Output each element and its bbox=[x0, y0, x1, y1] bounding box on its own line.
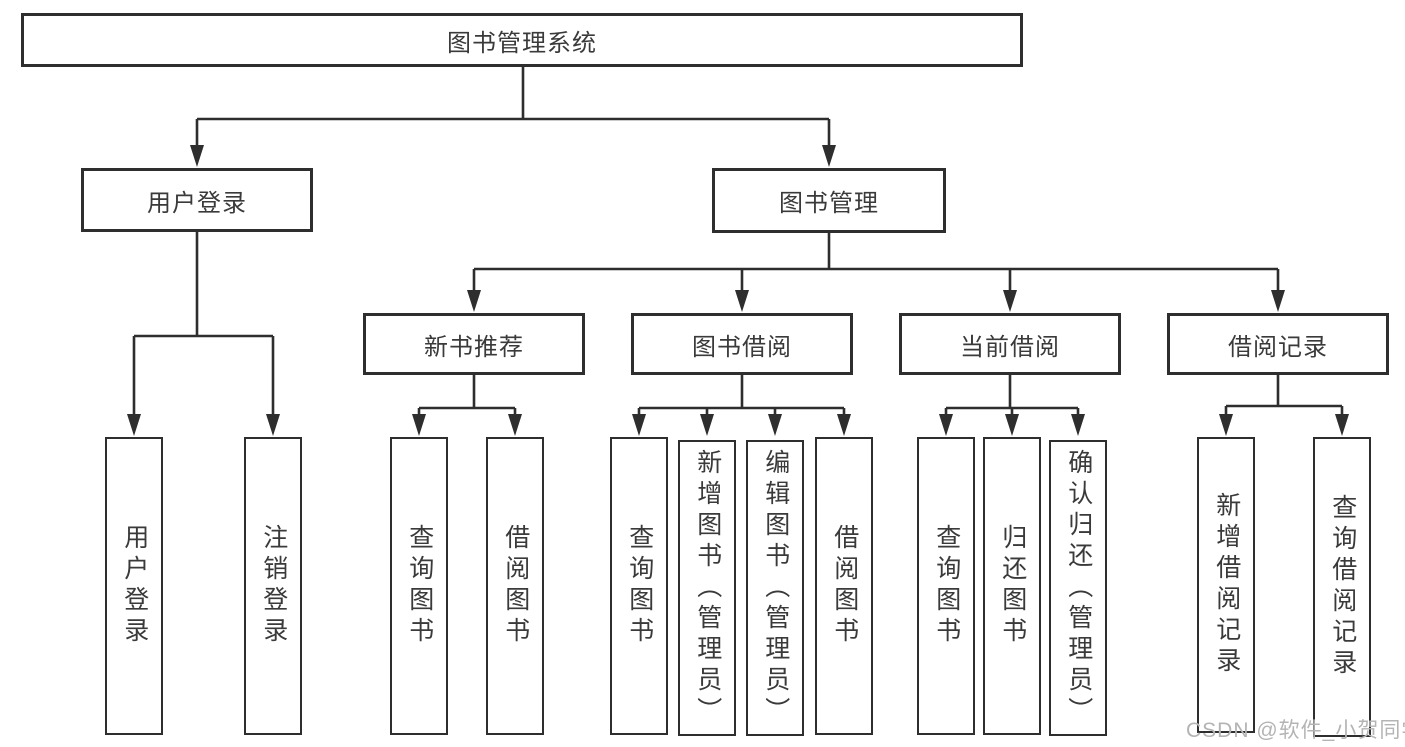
leaf-return-book: 归还图书 bbox=[983, 437, 1041, 735]
node-book-management: 图书管理 bbox=[712, 168, 946, 233]
node-label: 图书管理 bbox=[779, 190, 879, 217]
node-label: 确认归还（管理员） bbox=[1064, 448, 1093, 728]
node-label: 查询图书 bbox=[932, 524, 961, 648]
node-label: 注销登录 bbox=[259, 524, 288, 648]
node-new-book-recommendation: 新书推荐 bbox=[363, 313, 585, 375]
node-label: 查询图书 bbox=[405, 524, 434, 648]
node-library-management-system: 图书管理系统 bbox=[21, 13, 1023, 67]
leaf-query-books-borrowing: 查询图书 bbox=[610, 437, 668, 735]
node-borrowing-records: 借阅记录 bbox=[1167, 313, 1389, 375]
node-label: 新书推荐 bbox=[424, 333, 524, 361]
node-label: 图书管理系统 bbox=[447, 29, 597, 57]
node-label: 图书借阅 bbox=[692, 333, 792, 361]
node-label: 当前借阅 bbox=[960, 333, 1060, 361]
node-label: 借阅记录 bbox=[1228, 333, 1328, 361]
leaf-borrow-books: 借阅图书 bbox=[815, 437, 873, 735]
leaf-confirm-return-admin: 确认归还（管理员） bbox=[1049, 440, 1107, 736]
leaf-edit-book-admin: 编辑图书（管理员） bbox=[746, 440, 804, 736]
node-book-borrowing: 图书借阅 bbox=[631, 313, 853, 375]
node-label: 用户登录 bbox=[147, 189, 247, 217]
node-label: 用户登录 bbox=[120, 524, 149, 648]
node-current-borrowing: 当前借阅 bbox=[899, 313, 1121, 375]
csdn-watermark: CSDN @软件_小贺同学 bbox=[1186, 719, 1405, 742]
leaf-user-login: 用户登录 bbox=[105, 437, 163, 735]
node-label: 归还图书 bbox=[998, 524, 1027, 648]
node-label: 新增图书（管理员） bbox=[693, 448, 722, 728]
leaf-logout: 注销登录 bbox=[244, 437, 302, 735]
leaf-add-book-admin: 新增图书（管理员） bbox=[678, 440, 736, 736]
arrowhead-icon bbox=[127, 145, 1349, 436]
leaf-query-books-recommend: 查询图书 bbox=[390, 437, 448, 735]
node-label: 编辑图书（管理员） bbox=[761, 448, 790, 728]
leaf-query-borrow-record: 查询借阅记录 bbox=[1313, 437, 1371, 737]
node-label: 借阅图书 bbox=[830, 524, 859, 648]
leaf-query-books-current: 查询图书 bbox=[917, 437, 975, 735]
node-user-login: 用户登录 bbox=[81, 168, 313, 232]
node-label: 查询借阅记录 bbox=[1328, 494, 1357, 680]
leaf-add-borrow-record: 新增借阅记录 bbox=[1197, 437, 1255, 733]
node-label: 借阅图书 bbox=[501, 524, 530, 648]
node-label: 新增借阅记录 bbox=[1212, 492, 1241, 678]
node-label: 查询图书 bbox=[625, 524, 654, 648]
leaf-borrow-books-recommend: 借阅图书 bbox=[486, 437, 544, 735]
